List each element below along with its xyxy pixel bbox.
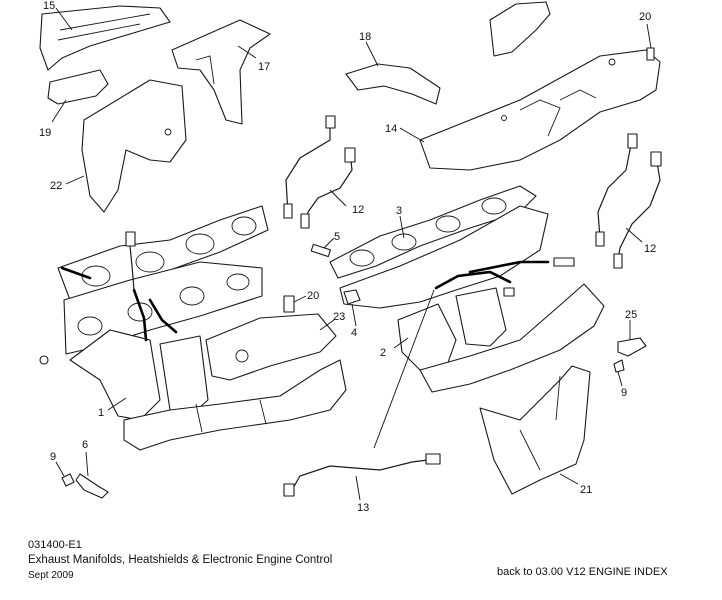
callout-22: 22 [50,180,62,192]
callout-labels: 15 20 17 18 14 19 22 12 3 5 12 20 23 4 2… [39,0,656,514]
downpipe-left [123,359,347,451]
callout-3: 3 [396,205,402,217]
callout-9-right: 9 [621,387,627,399]
heatshield-21 [479,365,591,495]
catalytic-converter-left-front [69,329,161,421]
callout-18: 18 [359,31,371,43]
oxygen-sensor-13 [291,459,429,491]
callout-15: 15 [43,0,55,12]
sensor-9-left [61,473,75,487]
manifold-gasket-right [329,185,537,279]
oxygen-sensor-12-right [597,139,633,239]
heatshield-23 [205,313,337,381]
sensor-9-right [613,359,625,373]
harness-right [434,260,550,290]
diagram-title: Exhaust Manifolds, Heatshields & Electro… [28,554,333,566]
callout-4: 4 [351,327,357,339]
callout-23: 23 [333,311,345,323]
downpipe-right [419,283,605,393]
heatshield-19 [47,69,109,105]
callout-13: 13 [357,502,369,514]
callout-2: 2 [380,347,386,359]
catalytic-converter-right-front [397,303,457,371]
diagram-code: 031400-E1 [28,539,82,551]
diagram-caption: 031400-E1 Exhaust Manifolds, Heatshields… [28,538,332,583]
heatshield-14 [419,49,661,171]
callout-21: 21 [580,484,592,496]
diagram-date: Sept 2009 [28,570,74,581]
callout-5: 5 [334,231,340,243]
exhaust-manifold-diagram: 15 20 17 18 14 19 22 12 3 5 12 20 23 4 2… [39,0,662,514]
callout-20-centre: 20 [307,290,319,302]
callout-6: 6 [82,439,88,451]
catalytic-converter-right-rear [455,287,507,347]
callout-1: 1 [98,407,104,419]
callout-20-top: 20 [639,11,651,23]
callout-17: 17 [258,61,270,73]
leader-lines [51,7,652,501]
heatshield-15 [39,5,171,71]
callout-14: 14 [385,123,397,135]
heatshield-18 [345,63,441,105]
sensor-25 [617,337,647,357]
callout-12-left: 12 [352,204,364,216]
back-to-index-link[interactable]: back to 03.00 V12 ENGINE INDEX [497,566,668,578]
catalytic-converter-left-rear [159,335,209,415]
heatshield-22 [81,79,187,213]
heatshield-17 [171,19,271,125]
sensor-6 [75,473,109,499]
callout-12-right: 12 [644,243,656,255]
callout-19: 19 [39,127,51,139]
callout-9-left: 9 [50,451,56,463]
oxygen-sensor-12-left [285,120,331,215]
harness-left [60,266,178,342]
bracket-top-right [489,1,551,57]
callout-25: 25 [625,309,637,321]
